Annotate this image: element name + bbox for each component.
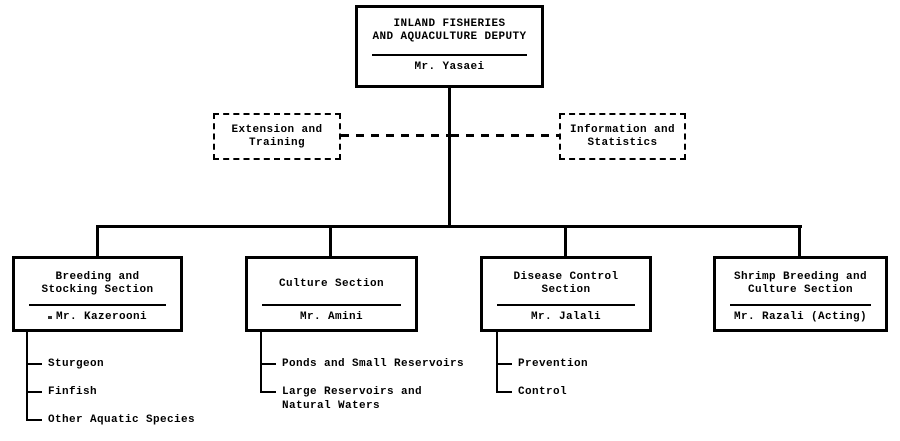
staff-box-label-line: Information and <box>569 123 676 136</box>
section-separator-line <box>497 304 635 306</box>
sublist-item-tick <box>26 419 42 421</box>
sublist-item-tick <box>496 391 512 393</box>
section-manager-name: Mr. Kazerooni <box>47 311 147 324</box>
section-title-line: Culture Section <box>747 284 854 296</box>
root-box-title-line: INLAND FISHERIES <box>393 18 506 30</box>
connector-root-vertical <box>448 88 451 228</box>
staff-box-label-line: Extension and <box>231 123 323 136</box>
connector-drop-disease <box>564 225 567 256</box>
sublist-item-tick <box>496 363 512 365</box>
section-separator-line <box>262 304 401 306</box>
sublist-item-label: Finfish <box>48 386 98 398</box>
sublist-culture: Ponds and Small Reservoirs Large Reservo… <box>260 332 500 427</box>
sublist-item-tick <box>260 363 276 365</box>
staff-box-label-line: Training <box>248 136 305 149</box>
connector-crossbar <box>96 225 802 228</box>
section-title-line: Culture Section <box>278 277 385 290</box>
sublist-item-label: Ponds and Small Reservoirs <box>282 358 465 370</box>
section-manager-name-text: Mr. Kazerooni <box>55 311 147 323</box>
sublist-vertical-line <box>496 332 498 392</box>
section-manager-name: Mr. Amini <box>299 311 363 323</box>
sublist-items: Sturgeon Finfish Other Aquatic Species <box>26 332 266 427</box>
sublist-item: Control <box>496 385 736 399</box>
sublist-item-label: Sturgeon <box>48 358 105 370</box>
sublist-item: Sturgeon <box>26 357 266 371</box>
scan-artifact-mark <box>47 316 52 319</box>
root-box-separator-line <box>372 54 527 56</box>
connector-dashed-left <box>341 134 448 137</box>
sublist-items: Ponds and Small Reservoirs Large Reservo… <box>260 332 500 413</box>
section-box-culture: Culture Section Mr. Amini <box>245 256 418 332</box>
section-title-line: Section <box>541 284 591 296</box>
sublist-item: Other Aquatic Species <box>26 413 266 427</box>
connector-drop-shrimp <box>798 225 801 256</box>
sublist-item-label: Prevention <box>518 358 589 370</box>
sublist-item: Finfish <box>26 385 266 399</box>
sublist-item-tick <box>260 391 276 393</box>
sublist-item: Large Reservoirs and Natural Waters <box>260 385 500 413</box>
connector-dashed-right <box>451 134 559 137</box>
sublist-disease-control: Prevention Control <box>496 332 736 413</box>
sublist-vertical-line <box>260 332 262 392</box>
connector-drop-culture <box>329 225 332 256</box>
section-manager-name: Mr. Razali (Acting) <box>733 311 868 323</box>
root-box-title-line: AND AQUACULTURE DEPUTY <box>372 31 527 43</box>
sublist-item: Prevention <box>496 357 736 371</box>
sublist-item-tick <box>26 391 42 393</box>
section-title-line: Shrimp Breeding and <box>733 271 868 283</box>
section-manager-name: Mr. Jalali <box>530 311 601 323</box>
sublist-item-tick <box>26 363 42 365</box>
section-title-line: Stocking Section <box>41 284 154 296</box>
sublist-items: Prevention Control <box>496 332 736 399</box>
sublist-item: Ponds and Small Reservoirs <box>260 357 500 371</box>
section-title-line: Disease Control <box>513 271 619 283</box>
root-box-manager-name: Mr. Yasaei <box>414 61 485 73</box>
sublist-vertical-line <box>26 332 28 420</box>
section-title: Culture Section <box>279 270 384 298</box>
section-separator-line <box>29 304 166 306</box>
sublist-item-label: Control <box>518 386 568 398</box>
sublist-item-label: Other Aquatic Species <box>48 414 196 426</box>
connector-drop-breeding <box>96 225 99 256</box>
section-title-line: Breeding and <box>55 271 140 283</box>
section-separator-line <box>730 304 871 306</box>
sublist-item-label: Large Reservoirs and Natural Waters <box>282 386 423 412</box>
staff-box-label-line: Statistics <box>587 136 658 149</box>
sublist-breeding-stocking: Sturgeon Finfish Other Aquatic Species <box>26 332 266 441</box>
